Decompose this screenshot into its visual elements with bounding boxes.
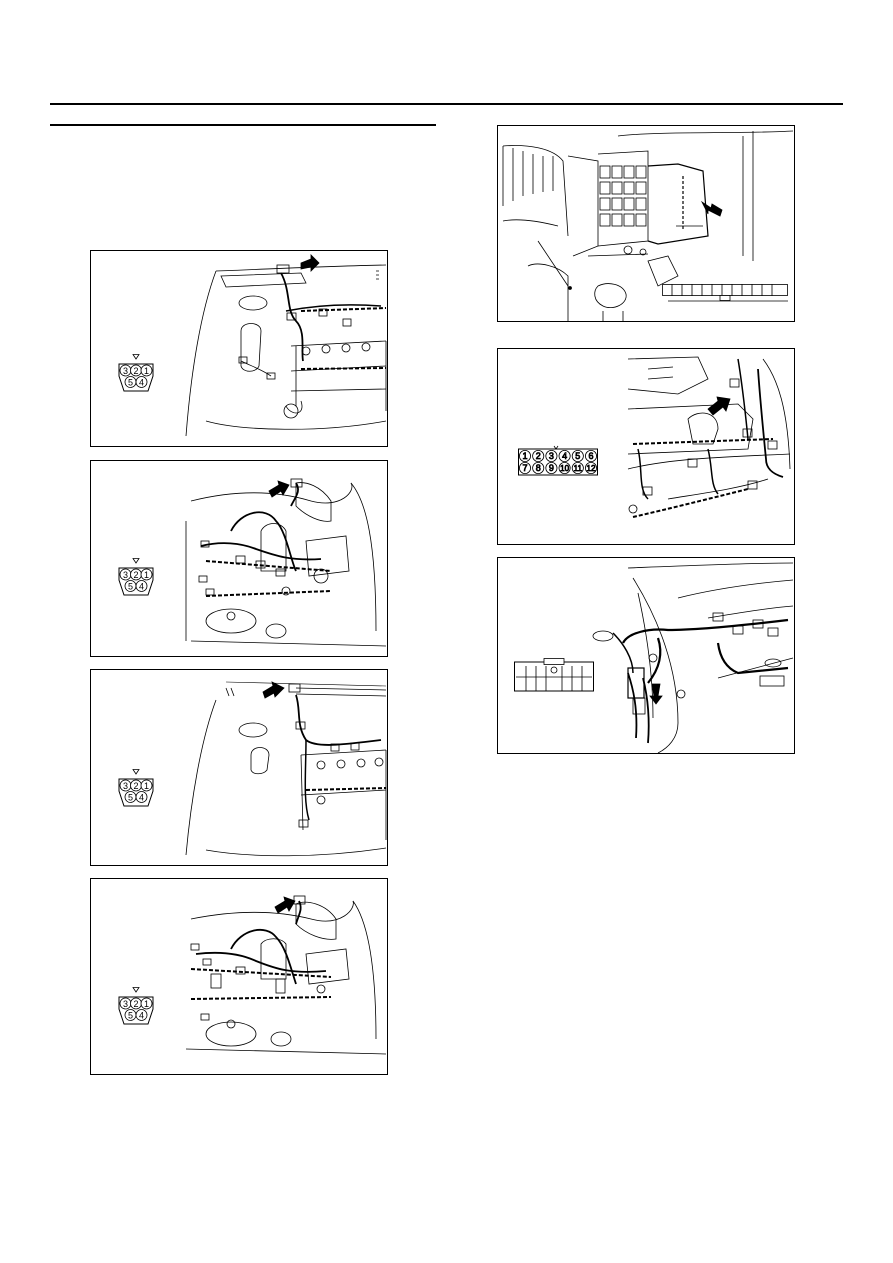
black-arrow-icon (300, 254, 320, 272)
pin-socket (519, 461, 531, 474)
pin-label: 2 (536, 451, 541, 461)
black-arrow-icon (262, 681, 285, 699)
engine-bay-illustration (185, 681, 387, 857)
pin-label: 4 (139, 377, 144, 387)
engine-bay-illustration (185, 254, 387, 437)
triangle-key-icon (132, 769, 140, 775)
pin-label: 4 (139, 1010, 144, 1020)
pin-label: 1 (144, 999, 149, 1009)
pin-socket (532, 450, 545, 462)
figure-dashboard-harness (497, 557, 795, 754)
pin-label: 1 (522, 451, 527, 461)
triangle-key-icon (132, 558, 140, 564)
connector-5pin-svg: 3 2 1 5 4 (118, 769, 154, 807)
pin-label: 2 (133, 999, 138, 1009)
connector-face-5pin: 3 2 1 5 4 (116, 769, 156, 814)
pin-label: 1 (144, 781, 149, 791)
header-rule (50, 103, 843, 105)
engine-bay-illustration (185, 895, 387, 1055)
pin-label: 2 (133, 781, 138, 791)
figure-engine-bay-1 (90, 250, 388, 447)
black-arrow-icon (649, 683, 663, 705)
triangle-key-icon (132, 987, 140, 993)
pin-socket (571, 450, 584, 462)
connector-face-5pin: 3 2 1 5 4 (116, 354, 156, 399)
pin-socket (558, 461, 571, 474)
pin-label: 2 (133, 570, 138, 580)
pin-socket (545, 450, 558, 462)
engine-bay-illustration (185, 478, 387, 647)
pin-label: 9 (549, 463, 554, 473)
figure-relay-box (497, 125, 795, 322)
pin-label: 10 (560, 464, 569, 473)
connector-face-5pin: 3 2 1 5 4 (116, 558, 156, 603)
pin-label: 4 (139, 581, 144, 591)
pin-label: 12 (587, 464, 596, 473)
pin-socket (571, 461, 584, 474)
connector-5pin-svg: 3 2 1 5 4 (118, 987, 154, 1025)
figure-engine-bay-3 (90, 669, 388, 866)
black-arrow-icon (274, 896, 296, 914)
black-arrow-icon (700, 200, 723, 217)
connector-face-dashboard (514, 658, 594, 692)
connector-5pin-svg: 3 2 1 5 4 (118, 558, 154, 596)
pin-label: 3 (123, 570, 128, 580)
triangle-key-icon (132, 354, 140, 360)
figure-engine-bay-2 (90, 460, 388, 657)
pin-label: 6 (588, 451, 593, 461)
pin-label: 5 (128, 1010, 133, 1020)
pin-label: 11 (574, 464, 583, 473)
harness-illustration (627, 356, 791, 518)
pin-label: 1 (144, 570, 149, 580)
pin-label: 3 (549, 451, 554, 461)
pin-label: 7 (522, 463, 527, 473)
connector-face-5pin: 3 2 1 5 4 (116, 987, 156, 1032)
figure-engine-bay-4 (90, 878, 388, 1075)
pin-label: 3 (123, 781, 128, 791)
black-arrow-icon (707, 396, 731, 416)
pin-label: 5 (128, 377, 133, 387)
dashboard-harness-illustration (592, 562, 794, 753)
pin-socket (532, 461, 545, 474)
pin-label: 1 (144, 366, 149, 376)
pin-label: 2 (133, 366, 138, 376)
pin-label: 5 (575, 451, 580, 461)
connector-face-large (662, 284, 788, 301)
pin-socket (585, 461, 598, 474)
pin-label: 3 (123, 366, 128, 376)
pin-socket (519, 450, 531, 462)
pin-label: 8 (536, 463, 541, 473)
pin-label: 4 (562, 451, 567, 461)
black-arrow-icon (268, 480, 290, 498)
pin-socket (585, 450, 598, 462)
pin-label: 4 (139, 792, 144, 802)
relay-box-illustration (502, 130, 794, 321)
pin-socket (545, 461, 558, 474)
connector-5pin-svg: 3 2 1 5 4 (118, 354, 154, 392)
pin-label: 3 (123, 999, 128, 1009)
pin-socket (558, 450, 571, 462)
pin-label: 5 (128, 581, 133, 591)
pin-label: 5 (128, 792, 133, 802)
section-rule (50, 124, 436, 126)
